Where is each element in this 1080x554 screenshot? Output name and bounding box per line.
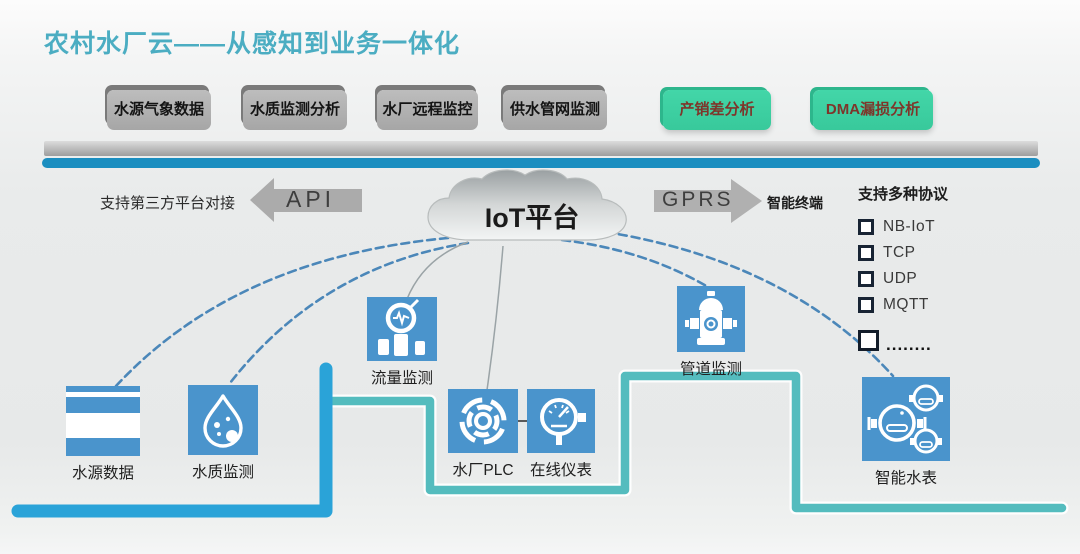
- checkbox-icon: [858, 297, 874, 313]
- plc-icon: [448, 389, 518, 453]
- device-flow-monitor: 流量监测: [367, 297, 437, 388]
- device-label: 流量监测: [370, 370, 433, 387]
- protocol-label: TCP: [883, 244, 916, 261]
- device-label: 在线仪表: [529, 462, 592, 479]
- module-label: 水质监测分析: [249, 101, 340, 118]
- protocol-item-udp: UDP: [858, 266, 1028, 292]
- module-box-nrw-analysis: 产销差分析: [663, 90, 771, 130]
- module-label: DMA漏损分析: [825, 101, 921, 118]
- device-label: 智能水表: [874, 470, 937, 487]
- fire-hydrant-icon: [677, 286, 745, 352]
- checkbox-icon: [858, 271, 874, 287]
- checkbox-icon: [858, 245, 874, 261]
- iot-platform-label: IoT平台: [484, 203, 580, 233]
- device-water-quality: 水质监测: [188, 385, 258, 482]
- api-arrow-left: [250, 178, 362, 222]
- module-box-network-monitor: 供水管网监测: [503, 90, 607, 130]
- protocols-heading: 支持多种协议: [858, 186, 949, 203]
- water-source-icon: [66, 386, 140, 456]
- module-label: 供水管网监测: [509, 101, 600, 118]
- protocol-item-mqtt: MQTT: [858, 292, 1028, 318]
- module-label: 产销差分析: [679, 101, 755, 118]
- module-label: 水源气象数据: [113, 101, 204, 118]
- smart-terminal-note: 智能终端: [767, 195, 823, 211]
- gprs-arrow-right: [654, 179, 762, 223]
- platform-bar-blue-edge: [42, 158, 1040, 168]
- device-label: 水厂PLC: [452, 462, 514, 479]
- link-cloud-to-plc: [486, 245, 504, 391]
- protocol-label: MQTT: [883, 296, 929, 313]
- device-online-meter: 在线仪表: [527, 389, 595, 480]
- third-party-note: 支持第三方平台对接: [100, 195, 236, 212]
- pipe-teal: [325, 371, 1067, 513]
- device-label: 管道监测: [679, 361, 742, 378]
- water-drop-icon: [188, 385, 258, 455]
- api-arrow-label: API: [286, 186, 336, 212]
- link-cloud-to-flow-monitor: [406, 241, 469, 300]
- device-plant-plc: 水厂PLC: [448, 389, 518, 480]
- protocol-item-tcp: TCP: [858, 240, 1028, 266]
- device-pipeline-monitor: 管道监测: [677, 286, 745, 379]
- module-label: 水厂远程监控: [382, 101, 473, 118]
- protocol-more-dots: ........: [886, 335, 932, 354]
- protocol-label: NB-IoT: [883, 218, 936, 235]
- water-meter-icon: [862, 377, 950, 461]
- device-label: 水源数据: [71, 465, 134, 482]
- module-box-remote-monitor: 水厂远程监控: [377, 90, 478, 130]
- link-cloud-to-water-source: [114, 236, 450, 388]
- iot-cloud-shape: [427, 169, 627, 241]
- link-cloud-to-smart-meter: [604, 230, 895, 378]
- protocols-panel: 支持多种协议 NB-IoT TCP UDP MQTT ........: [858, 183, 1028, 354]
- module-box-quality-analysis: 水质监测分析: [243, 90, 347, 130]
- protocol-label: UDP: [883, 270, 918, 287]
- flow-gauge-icon: [367, 297, 437, 361]
- device-water-source: 水源数据: [66, 386, 140, 483]
- pipe-blue: [11, 362, 333, 518]
- device-smart-meter: 智能水表: [862, 377, 950, 488]
- pressure-gauge-icon: [527, 389, 595, 453]
- checkbox-icon: [858, 330, 879, 351]
- protocol-item-nbiot: NB-IoT: [858, 214, 1028, 240]
- link-cloud-to-pipeline-monitor: [560, 238, 710, 289]
- page-title: 农村水厂云——从感知到业务一体化: [44, 30, 461, 58]
- gprs-arrow-label: GPRS: [662, 188, 734, 211]
- module-box-source-weather: 水源气象数据: [107, 90, 211, 130]
- checkbox-icon: [858, 219, 874, 235]
- device-label: 水质监测: [191, 464, 254, 481]
- platform-bar-top: [44, 141, 1038, 156]
- module-box-dma-leakage: DMA漏损分析: [813, 90, 933, 130]
- protocol-item-more: ........: [858, 330, 1028, 354]
